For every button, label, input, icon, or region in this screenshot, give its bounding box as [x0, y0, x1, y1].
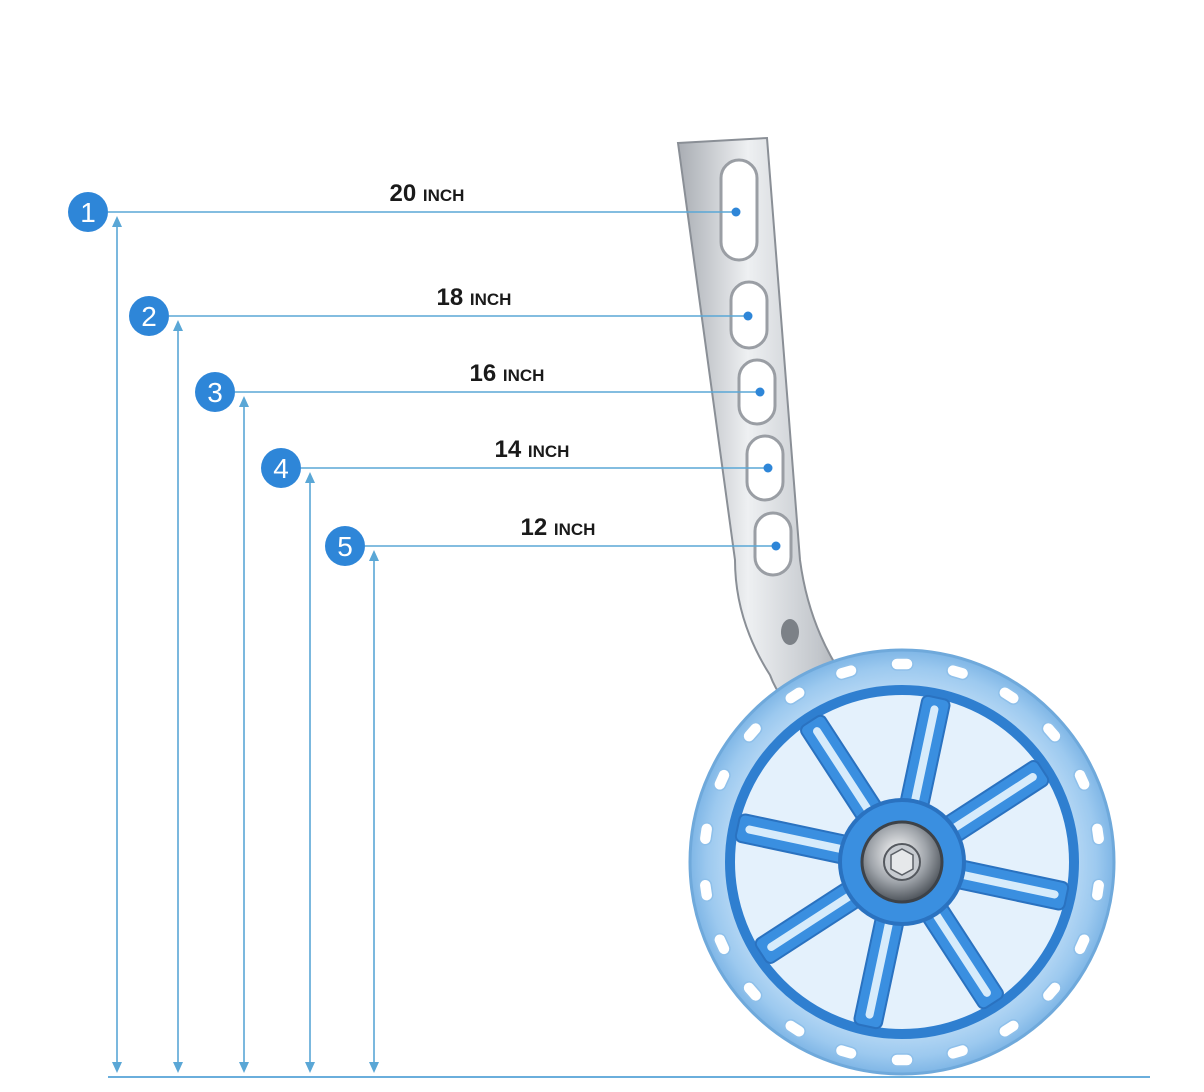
- tire-slot: [1073, 768, 1091, 792]
- badge-number: 2: [141, 301, 157, 332]
- arrow-up-icon: [305, 472, 315, 483]
- arrow-down-icon: [112, 1062, 122, 1073]
- tire-slot: [1041, 721, 1062, 743]
- tire-slot: [946, 663, 970, 681]
- arrow-down-icon: [305, 1062, 315, 1073]
- badge-number: 1: [80, 197, 96, 228]
- arrow-down-icon: [173, 1062, 183, 1073]
- badge-circle: [261, 448, 301, 488]
- size-line-end-dot: [763, 463, 773, 473]
- spoke: [754, 877, 869, 964]
- tire-slot: [783, 1019, 806, 1039]
- bracket-bolt-hole: [781, 619, 799, 645]
- size-indicators: 1 20 INCH 2 18 INCH 3 16 INCH 4 14 INCH 5 12 INCH: [68, 180, 781, 1073]
- tire-slot: [783, 685, 806, 705]
- size-unit: INCH: [554, 520, 596, 539]
- position-badge: 5: [325, 526, 365, 566]
- size-line-end-dot: [771, 541, 781, 551]
- size-value: 18: [437, 284, 470, 311]
- size-unit: INCH: [470, 290, 512, 309]
- tire-slot: [713, 768, 731, 792]
- badge-number: 5: [337, 531, 353, 562]
- wheel-spokes: [734, 694, 1070, 1030]
- axle-bolt: [890, 848, 914, 876]
- position-badge: 2: [129, 296, 169, 336]
- badge-circle: [325, 526, 365, 566]
- spoke: [946, 858, 1070, 911]
- size-line-end-dot: [731, 207, 741, 217]
- tire-slot: [698, 822, 714, 846]
- spoke: [917, 895, 1004, 1010]
- arrow-up-icon: [173, 320, 183, 331]
- size-label: 18 INCH: [437, 284, 512, 311]
- tire-slot: [946, 1043, 970, 1061]
- badge-circle: [129, 296, 169, 336]
- size-value: 12: [521, 514, 554, 541]
- tire-slot: [1073, 932, 1091, 956]
- wheel-illustration: [688, 648, 1116, 1076]
- position-badge: 3: [195, 372, 235, 412]
- size-unit: INCH: [528, 442, 570, 461]
- tire-slot: [890, 1053, 914, 1067]
- size-line-end-dot: [743, 311, 753, 321]
- size-line-end-dot: [755, 387, 765, 397]
- size-value: 20: [390, 180, 423, 207]
- arrow-up-icon: [112, 216, 122, 227]
- badge-circle: [195, 372, 235, 412]
- tire-slot: [998, 1019, 1021, 1039]
- size-label: 12 INCH: [521, 514, 596, 541]
- badge-circle: [68, 192, 108, 232]
- spoke: [898, 694, 951, 818]
- tire-slot: [698, 878, 714, 902]
- tire-slot: [890, 657, 914, 671]
- size-value: 14: [495, 436, 528, 463]
- arrow-up-icon: [239, 396, 249, 407]
- tire-slot: [1090, 878, 1106, 902]
- size-label: 20 INCH: [390, 180, 465, 207]
- tire-slot: [834, 1043, 858, 1061]
- size-unit: INCH: [423, 186, 465, 205]
- position-badge: 1: [68, 192, 108, 232]
- tire-slots: [698, 657, 1106, 1067]
- size-label: 16 INCH: [470, 360, 545, 387]
- tire-slot: [998, 685, 1021, 705]
- tire-slot: [742, 981, 763, 1003]
- tire-slot: [713, 932, 731, 956]
- tire-slot: [1090, 822, 1106, 846]
- size-label: 14 INCH: [495, 436, 570, 463]
- size-unit: INCH: [503, 366, 545, 385]
- arrow-up-icon: [369, 550, 379, 561]
- size-row-18: 2 18 INCH: [129, 284, 753, 1073]
- size-row-14: 4 14 INCH: [261, 436, 773, 1073]
- size-value: 16: [470, 360, 503, 387]
- tire-slot: [742, 721, 763, 743]
- size-row-12: 5 12 INCH: [325, 514, 781, 1073]
- arrow-down-icon: [369, 1062, 379, 1073]
- size-row-20: 1 20 INCH: [68, 180, 741, 1073]
- tire-slot: [1041, 981, 1062, 1003]
- position-badge: 4: [261, 448, 301, 488]
- size-row-16: 3 16 INCH: [195, 360, 765, 1073]
- tire-slot: [834, 663, 858, 681]
- arrow-down-icon: [239, 1062, 249, 1073]
- badge-number: 3: [207, 377, 223, 408]
- badge-number: 4: [273, 453, 289, 484]
